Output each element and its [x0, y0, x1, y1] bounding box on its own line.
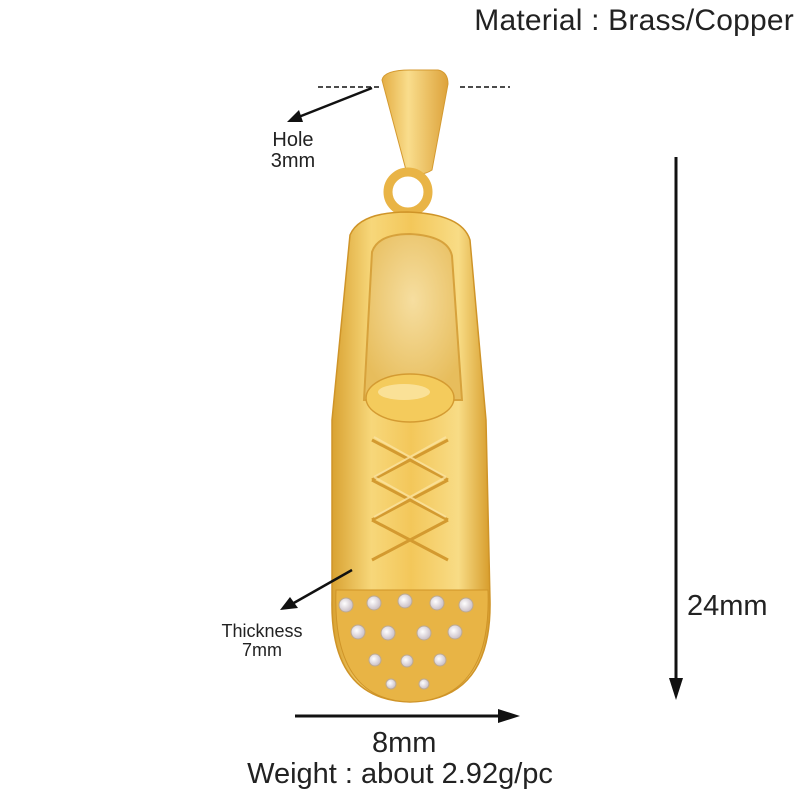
- hole-dimension-line: [287, 86, 510, 122]
- thickness-arrow: [280, 568, 353, 610]
- material-title: Material : Brass/Copper: [474, 4, 794, 37]
- width-arrow: [295, 709, 520, 723]
- hole-label-group: Hole 3mm: [258, 130, 328, 172]
- pendant-bail: [381, 69, 449, 217]
- height-value: 24mm: [687, 590, 768, 622]
- thickness-label: Thickness: [221, 621, 303, 641]
- thickness-value: 7mm: [242, 640, 282, 660]
- width-value: 8mm: [372, 727, 437, 759]
- weight-text: Weight : about 2.92g/pc: [247, 758, 553, 790]
- pendant-gems: [338, 593, 474, 690]
- hole-value: 3mm: [270, 150, 316, 172]
- height-arrow: [669, 157, 683, 700]
- hole-label: Hole: [272, 129, 314, 151]
- pendant-shoe-body: [331, 211, 491, 703]
- thickness-label-group: Thickness 7mm: [206, 622, 318, 660]
